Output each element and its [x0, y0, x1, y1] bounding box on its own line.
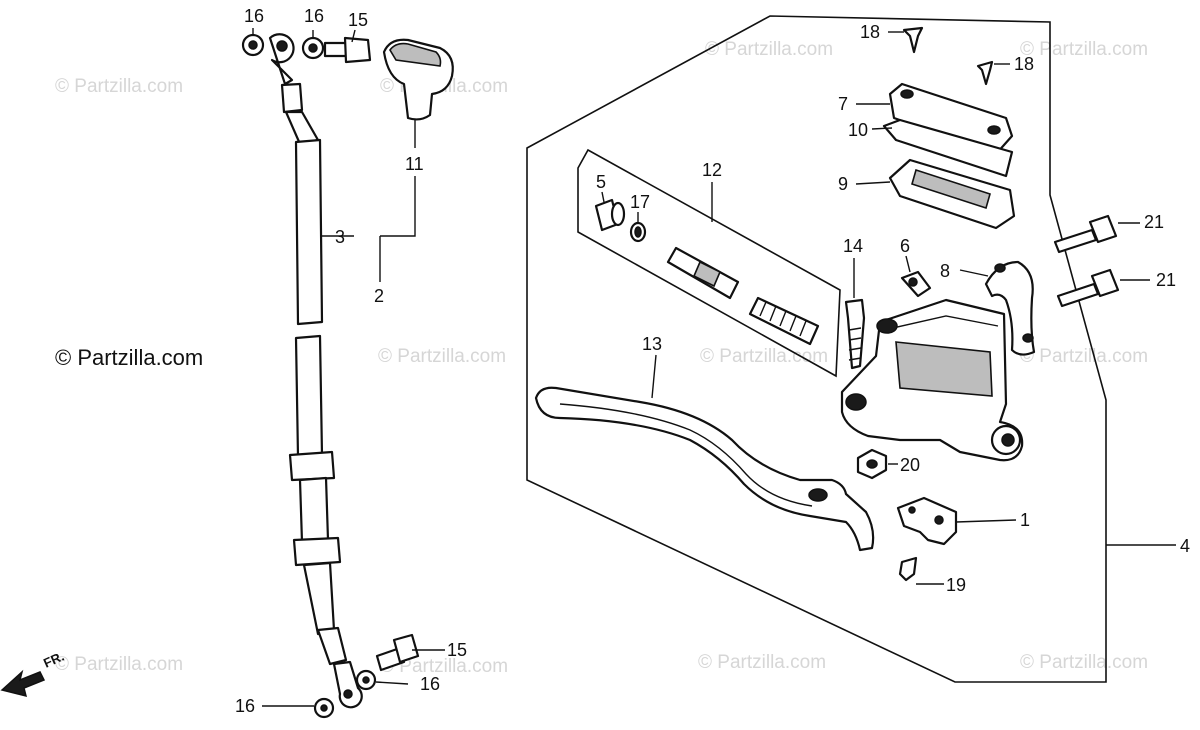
- callout-5: 5: [596, 172, 606, 192]
- diaphragm-plate: [882, 118, 1014, 178]
- callout-1: 1: [1020, 510, 1030, 530]
- piston-kit: [594, 198, 820, 346]
- reservoir-cap: [888, 82, 1014, 156]
- clutch-lever: [534, 386, 875, 552]
- callout-19: 19: [946, 575, 966, 595]
- reservoir-screws: [902, 26, 994, 86]
- callout-7: 7: [838, 94, 848, 114]
- pivot-bolt: [844, 298, 866, 370]
- callout-3: 3: [335, 227, 345, 247]
- watermark: © Partzilla.com: [55, 654, 183, 675]
- watermark: © Partzilla.com: [1020, 39, 1148, 60]
- callout-21: 21: [1156, 270, 1176, 290]
- callout-11: 11: [405, 154, 424, 174]
- screw: [976, 60, 994, 86]
- rubber-boot: [382, 38, 454, 121]
- callout-16: 16: [244, 6, 264, 26]
- watermark: © Partzilla.com: [380, 656, 508, 677]
- callout-15: 15: [348, 10, 368, 30]
- watermark-group: © Partzilla.com © Partzilla.com © Partzi…: [55, 39, 1148, 677]
- callout-21: 21: [1144, 212, 1164, 232]
- watermark: © Partzilla.com: [705, 39, 833, 60]
- callout-15: 15: [447, 640, 467, 660]
- callout-20: 20: [900, 455, 920, 475]
- assembly-outline: [526, 15, 1107, 683]
- banjo-fitting: [332, 660, 363, 709]
- callout-8: 8: [940, 261, 950, 281]
- watermark: © Partzilla.com: [700, 346, 828, 367]
- callout-16: 16: [304, 6, 324, 26]
- piston-kit-outline: [577, 148, 841, 378]
- master-cylinder-body: [840, 298, 1024, 462]
- leader-lines: [252, 28, 1176, 707]
- callout-10: 10: [848, 120, 868, 140]
- callout-16: 16: [420, 674, 440, 694]
- watermark: © Partzilla.com: [378, 346, 506, 367]
- holder-bolt: [1053, 228, 1098, 254]
- callout-4: 4: [1180, 536, 1190, 556]
- callout-16: 16: [235, 696, 255, 716]
- clutch-hose: [241, 33, 420, 719]
- callout-14: 14: [843, 236, 863, 256]
- switch-screw: [898, 556, 918, 582]
- watermark: © Partzilla.com: [698, 652, 826, 673]
- screw: [902, 26, 924, 54]
- callout-13: 13: [642, 334, 662, 354]
- callout-9: 9: [838, 174, 848, 194]
- callout-6: 6: [900, 236, 910, 256]
- callout-2: 2: [374, 286, 384, 306]
- holder-bolt: [1056, 282, 1100, 308]
- callout-17: 17: [630, 192, 650, 212]
- copyright-label: © Partzilla.com: [55, 345, 203, 370]
- spring: [748, 296, 820, 346]
- callout-18: 18: [1014, 54, 1034, 74]
- watermark: © Partzilla.com: [55, 76, 183, 97]
- master-cylinder-holder: [984, 260, 1036, 356]
- callout-12: 12: [702, 160, 722, 180]
- callout-labels: 16 16 15 11 3 2 15 16 16 5 17 12 13 14 6…: [235, 6, 1190, 716]
- watermark: © Partzilla.com: [1020, 346, 1148, 367]
- callout-18: 18: [860, 22, 880, 42]
- reservoir-cap-stack: [882, 82, 1016, 230]
- watermark: © Partzilla.com: [1020, 652, 1148, 673]
- clutch-switch: [896, 496, 958, 546]
